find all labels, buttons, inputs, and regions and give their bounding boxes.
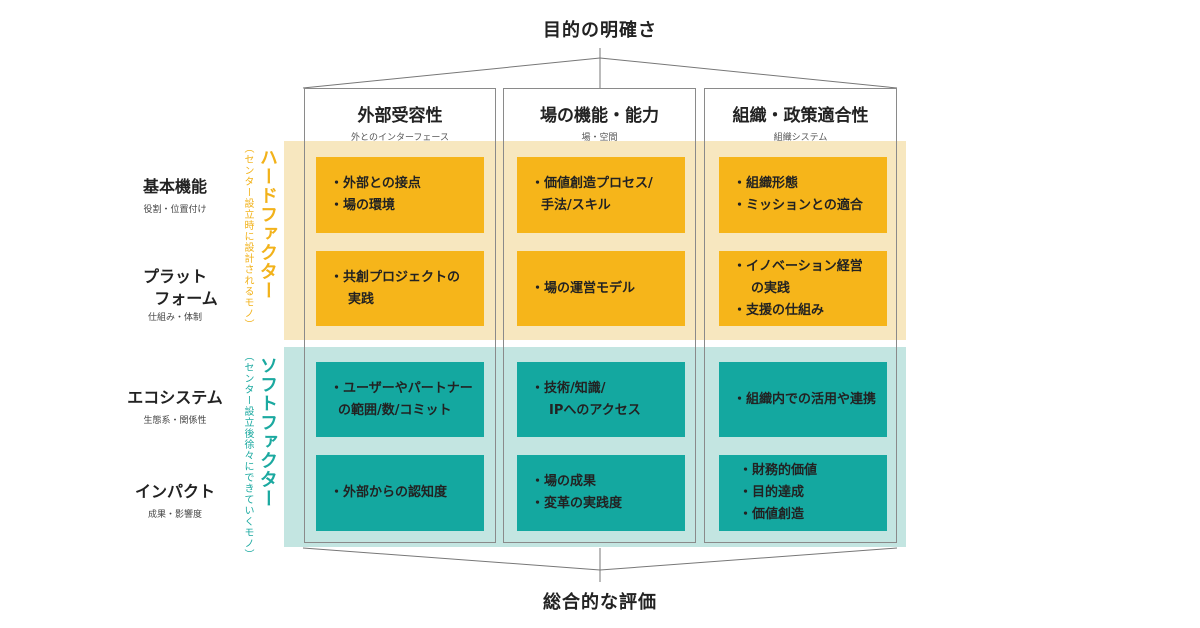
cell-line: ・ユーザーやパートナー <box>330 380 473 396</box>
cell-line: ・外部からの認知度 <box>330 485 448 500</box>
row-label-text: 基本機能 <box>142 177 207 196</box>
soft-factor-note: （センター設立後徐々にできていくモノ） <box>242 351 253 560</box>
soft-factor-title: ソフトファクター <box>257 356 278 508</box>
row-label-text: フォーム <box>154 289 218 308</box>
bottom-right-line <box>599 547 898 571</box>
cell-r2c2: ・場の運営モデル <box>517 251 685 326</box>
cell-line: の実践 <box>751 280 791 296</box>
row-label-platform: プラット フォーム 仕組み・体制 <box>110 266 240 323</box>
cell-line: ・組織内での活用や連携 <box>733 391 877 407</box>
cell-line: ・価値創造 <box>739 507 805 522</box>
cell-line: ・場の成果 <box>531 474 597 489</box>
column-subtitle: 外とのインターフェース <box>351 133 449 143</box>
hard-factor-title: ハードファクター <box>257 148 278 300</box>
cell-r2c3: ・イノベーション経営 の実践 ・支援の仕組み <box>719 251 887 326</box>
cell-line: ・ミッションとの適合 <box>733 198 863 213</box>
cell-line: ・価値創造プロセス/ <box>531 176 653 191</box>
cell-r2c1: ・共創プロジェクトの 実践 <box>316 251 484 326</box>
cell-line: ・目的達成 <box>739 485 805 500</box>
row-label-impact: インパクト 成果・影響度 <box>110 481 240 520</box>
top-right-line <box>599 57 898 89</box>
row-label-subtitle: 役割・位置付け <box>143 205 207 215</box>
cell-line: ・場の運営モデル <box>531 280 636 296</box>
cell-line: ・財務的価値 <box>739 463 818 478</box>
cell-r3c3: ・組織内での活用や連携 <box>719 362 887 437</box>
row-label-basic-function: 基本機能 役割・位置付け <box>110 176 240 215</box>
row-label-text: プラット <box>142 267 207 286</box>
column-title: 組織・政策適合性 <box>732 106 869 126</box>
column-organization-fit: 組織・政策適合性 組織システム <box>704 88 897 543</box>
column-title: 外部受容性 <box>357 106 443 126</box>
row-label-text: エコシステム <box>127 388 223 407</box>
cell-r1c3: ・組織形態 ・ミッションとの適合 <box>719 157 887 233</box>
top-title: 目的の明確さ <box>543 20 657 41</box>
bottom-title: 総合的な評価 <box>543 592 657 613</box>
cell-line: ・変革の実践度 <box>531 496 623 511</box>
bottom-left-line <box>302 547 601 571</box>
cell-line: ・イノベーション経営 <box>733 258 863 274</box>
cell-line: ・支援の仕組み <box>733 302 825 318</box>
row-label-subtitle: 仕組み・体制 <box>147 313 202 323</box>
hard-factor-note: （センター設立時に設計されるモノ） <box>242 143 253 330</box>
cell-line: ・共創プロジェクトの <box>330 269 461 285</box>
cell-r1c2: ・価値創造プロセス/ 手法/スキル <box>517 157 685 233</box>
row-label-subtitle: 成果・影響度 <box>147 510 202 520</box>
cell-line: ・組織形態 <box>733 176 799 191</box>
cell-line: ・場の環境 <box>330 198 396 213</box>
column-external-acceptance: 外部受容性 外とのインターフェース <box>304 88 496 543</box>
cell-r4c3: ・財務的価値 ・目的達成 ・価値創造 <box>719 455 887 531</box>
column-header: 場の機能・能力 場・空間 <box>504 89 695 143</box>
cell-line: ・外部との接点 <box>330 176 421 191</box>
cell-r3c1: ・ユーザーやパートナー の範囲/数/コミット <box>316 362 484 437</box>
cell-line: IPへのアクセス <box>549 402 641 418</box>
column-header: 外部受容性 外とのインターフェース <box>305 89 495 143</box>
cell-line: 手法/スキル <box>541 198 611 213</box>
cell-r3c2: ・技術/知識/ IPへのアクセス <box>517 362 685 437</box>
top-left-line <box>302 57 601 89</box>
row-label-text: インパクト <box>134 482 215 501</box>
cell-r4c1: ・外部からの認知度 <box>316 455 484 531</box>
row-label-ecosystem: エコシステム 生態系・関係性 <box>110 387 240 426</box>
row-label-subtitle: 生態系・関係性 <box>143 416 207 426</box>
column-header: 組織・政策適合性 組織システム <box>705 89 896 143</box>
cell-line: 実践 <box>348 291 375 307</box>
column-subtitle: 組織システム <box>773 133 828 143</box>
column-subtitle: 場・空間 <box>581 133 618 143</box>
cell-r1c1: ・外部との接点 ・場の環境 <box>316 157 484 233</box>
cell-line: ・技術/知識/ <box>531 380 606 396</box>
column-place-function: 場の機能・能力 場・空間 <box>503 88 696 543</box>
column-title: 場の機能・能力 <box>540 106 659 126</box>
cell-r4c2: ・場の成果 ・変革の実践度 <box>517 455 685 531</box>
cell-line: の範囲/数/コミット <box>338 402 452 418</box>
